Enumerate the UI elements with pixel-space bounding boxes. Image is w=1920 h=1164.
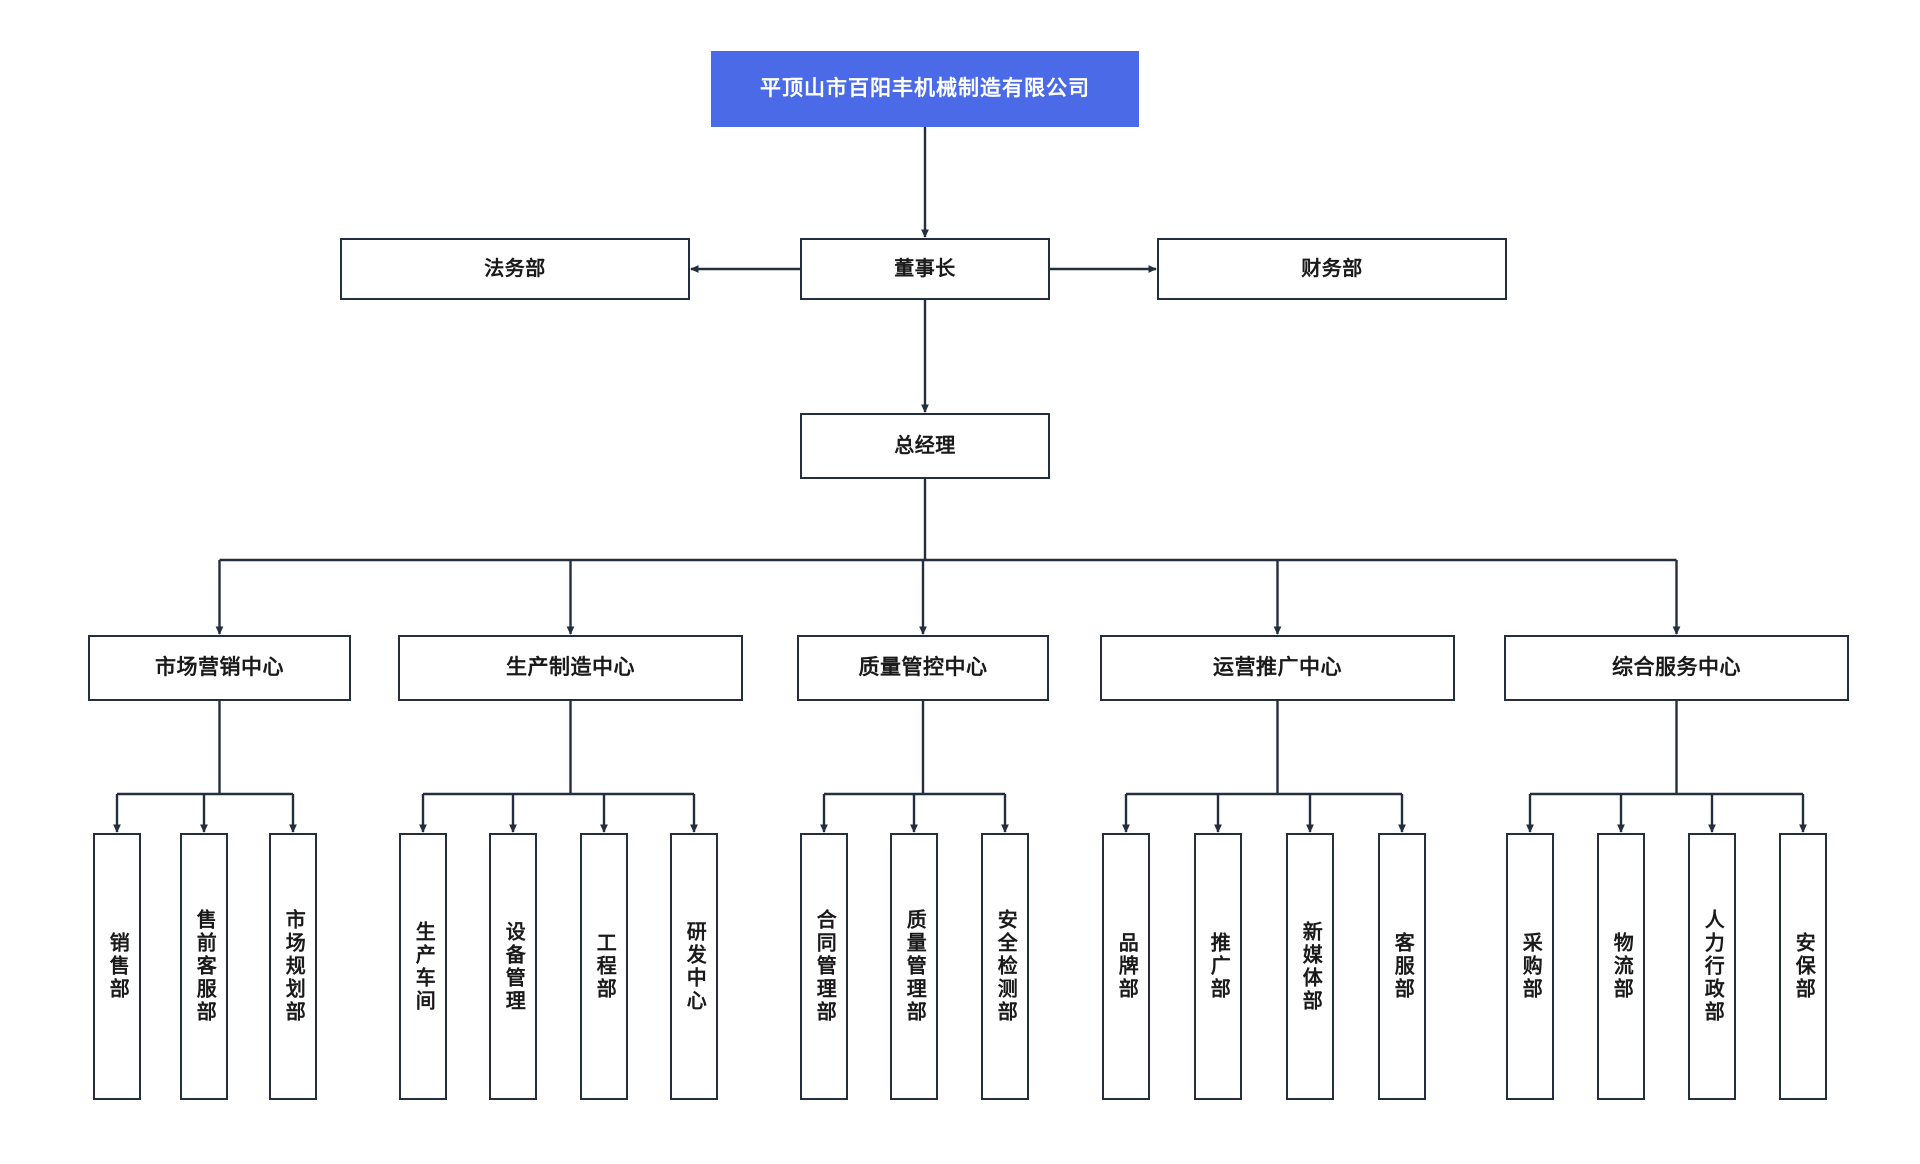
node-quality[interactable]: 质量管控中心 — [797, 635, 1049, 701]
node-sales[interactable]: 销售部 — [93, 833, 141, 1100]
node-presale-service[interactable]: 售前客服部 — [180, 833, 228, 1100]
node-label: 品牌部 — [1115, 932, 1138, 1001]
node-label: 合同管理部 — [813, 909, 836, 1024]
node-label: 董事长 — [894, 257, 956, 280]
node-company[interactable]: 平顶山市百阳丰机械制造有限公司 — [711, 51, 1139, 127]
node-label: 市场营销中心 — [155, 656, 284, 680]
node-procurement[interactable]: 采购部 — [1506, 833, 1554, 1100]
node-safety-testing[interactable]: 安全检测部 — [981, 833, 1029, 1100]
node-label: 采购部 — [1519, 932, 1542, 1001]
node-manufacturing[interactable]: 生产制造中心 — [398, 635, 743, 701]
node-label: 设备管理 — [502, 920, 525, 1013]
node-label: 综合服务中心 — [1612, 656, 1741, 680]
node-label: 生产制造中心 — [506, 656, 635, 680]
node-rd-center[interactable]: 研发中心 — [670, 833, 718, 1100]
node-label: 法务部 — [484, 257, 546, 280]
node-label: 安保部 — [1792, 932, 1815, 1001]
node-quality-mgmt[interactable]: 质量管理部 — [890, 833, 938, 1100]
node-label: 质量管理部 — [903, 909, 926, 1024]
node-label: 研发中心 — [683, 920, 706, 1013]
node-customer-service[interactable]: 客服部 — [1378, 833, 1426, 1100]
node-label: 销售部 — [106, 932, 129, 1001]
node-brand[interactable]: 品牌部 — [1102, 833, 1150, 1100]
node-label: 平顶山市百阳丰机械制造有限公司 — [760, 77, 1090, 101]
node-label: 新媒体部 — [1299, 920, 1322, 1013]
node-label: 质量管控中心 — [858, 656, 988, 680]
node-general-services[interactable]: 综合服务中心 — [1504, 635, 1849, 701]
node-promotion[interactable]: 推广部 — [1194, 833, 1242, 1100]
node-gm[interactable]: 总经理 — [800, 413, 1050, 479]
node-workshop[interactable]: 生产车间 — [399, 833, 447, 1100]
node-label: 运营推广中心 — [1213, 656, 1342, 680]
node-finance[interactable]: 财务部 — [1157, 238, 1507, 300]
node-new-media[interactable]: 新媒体部 — [1286, 833, 1334, 1100]
node-operations[interactable]: 运营推广中心 — [1100, 635, 1455, 701]
node-label: 人力行政部 — [1701, 909, 1724, 1024]
node-engineering[interactable]: 工程部 — [580, 833, 628, 1100]
node-logistics[interactable]: 物流部 — [1597, 833, 1645, 1100]
node-label: 财务部 — [1301, 257, 1363, 280]
node-hr-admin[interactable]: 人力行政部 — [1688, 833, 1736, 1100]
node-label: 推广部 — [1207, 932, 1230, 1001]
node-label: 总经理 — [894, 434, 956, 457]
node-label: 工程部 — [593, 932, 616, 1001]
node-legal[interactable]: 法务部 — [340, 238, 690, 300]
node-equipment-mgmt[interactable]: 设备管理 — [489, 833, 537, 1100]
node-label: 生产车间 — [412, 920, 435, 1013]
node-label: 售前客服部 — [193, 909, 216, 1024]
node-label: 安全检测部 — [994, 909, 1017, 1024]
node-market-planning[interactable]: 市场规划部 — [269, 833, 317, 1100]
node-contract-mgmt[interactable]: 合同管理部 — [800, 833, 848, 1100]
node-label: 客服部 — [1391, 932, 1414, 1001]
node-marketing[interactable]: 市场营销中心 — [88, 635, 351, 701]
node-chairman[interactable]: 董事长 — [800, 238, 1050, 300]
node-label: 市场规划部 — [282, 909, 305, 1024]
node-security[interactable]: 安保部 — [1779, 833, 1827, 1100]
node-label: 物流部 — [1610, 932, 1633, 1001]
